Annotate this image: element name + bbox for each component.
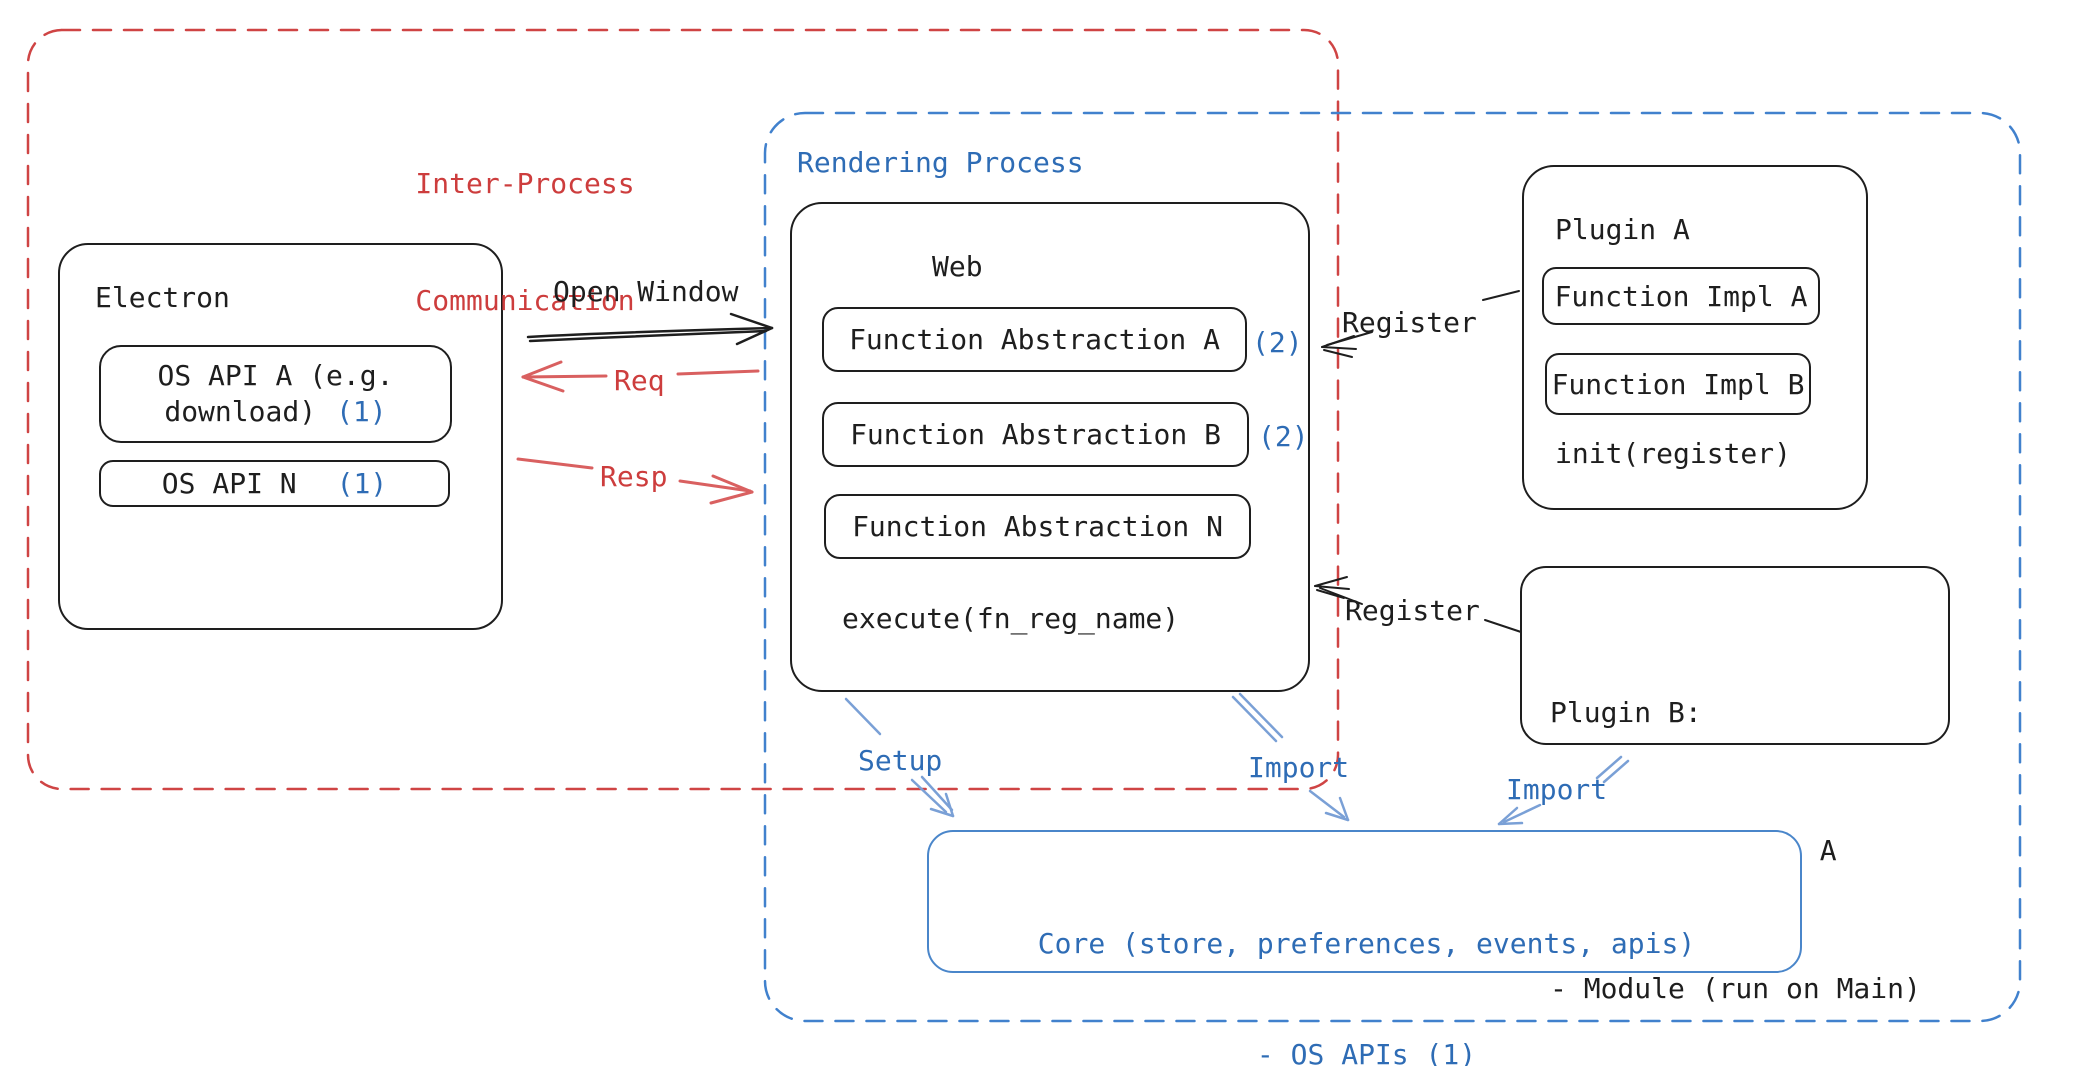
plugin-a-box: Plugin A Function Impl A Function Impl B… (1522, 165, 1868, 510)
register-top-label: Register (1342, 306, 1477, 339)
open-window-label: Open Window (553, 275, 739, 308)
os-api-a-box: OS API A (e.g. download) (1) (99, 345, 452, 443)
plugin-b-line1: Plugin B: (1550, 696, 1702, 729)
plugin-b-box: Plugin B: - Function Impl A - Module (ru… (1520, 566, 1950, 1005)
plugin-a-init-text: init(register) (1555, 437, 1792, 470)
os-api-a-line2-row: download) (1) (164, 394, 386, 430)
os-api-a-ref: (1) (336, 395, 387, 428)
register-bottom-label: Register (1345, 594, 1480, 627)
import-mid-label: Import (1248, 751, 1350, 784)
function-impl-b-box: Function Impl B (1545, 353, 1811, 415)
import-right-label: Import (1506, 773, 1608, 806)
function-abstraction-b-box: Function Abstraction B (822, 402, 1249, 467)
core-box: Core (store, preferences, events, apis) … (927, 830, 1802, 1066)
os-api-n-ref: (1) (336, 467, 388, 500)
function-abstraction-a-box: Function Abstraction A (822, 307, 1247, 372)
resp-arrow (516, 457, 754, 505)
ipc-region-label-line2: Communication (415, 284, 635, 317)
req-label: Req (614, 364, 665, 397)
core-line2: - OS APIs (1) (1256, 1038, 1477, 1066)
resp-label: Resp (600, 460, 668, 493)
plugin-b-line3: - Module (run on Main) (1550, 972, 1921, 1005)
ipc-region-border (26, 28, 1340, 791)
function-abstraction-n-box: Function Abstraction N (824, 494, 1251, 559)
req-arrow (521, 360, 760, 393)
rendering-region-label: Rendering Process (797, 146, 1084, 179)
os-api-n-box: OS API N (1) (99, 460, 450, 507)
setup-arrow (844, 697, 955, 818)
electron-title: Electron (95, 281, 230, 314)
web-box: Web Function Abstraction A (2) Function … (790, 202, 1310, 692)
import-right-arrow (1497, 755, 1630, 826)
ipc-region-label: Inter-Process Communication (415, 86, 635, 398)
core-line1: Core (store, preferences, events, apis) (1037, 927, 1696, 960)
plugin-a-title: Plugin A (1555, 213, 1690, 246)
web-execute-text: execute(fn_reg_name) (842, 602, 1180, 635)
function-impl-a-box: Function Impl A (1542, 267, 1820, 325)
os-api-n-label: OS API N (161, 467, 297, 500)
function-abstraction-b-ref: (2) (1258, 420, 1309, 453)
ipc-region-label-line1: Inter-Process (415, 167, 635, 200)
open-window-arrow (526, 312, 774, 346)
electron-box: Electron OS API A (e.g. download) (1) OS… (58, 243, 503, 630)
core-text: Core (store, preferences, events, apis) … (929, 851, 1804, 1066)
os-api-a-line1: OS API A (e.g. (157, 359, 394, 392)
import-mid-arrow (1231, 692, 1350, 822)
os-api-a-line2: download) (164, 395, 317, 428)
rendering-region-border (763, 111, 2022, 1023)
web-title: Web (932, 250, 983, 283)
setup-label: Setup (858, 744, 943, 777)
register-top-arrow (1321, 290, 1520, 358)
register-bottom-arrow (1314, 576, 1522, 633)
function-abstraction-a-ref: (2) (1252, 326, 1303, 359)
